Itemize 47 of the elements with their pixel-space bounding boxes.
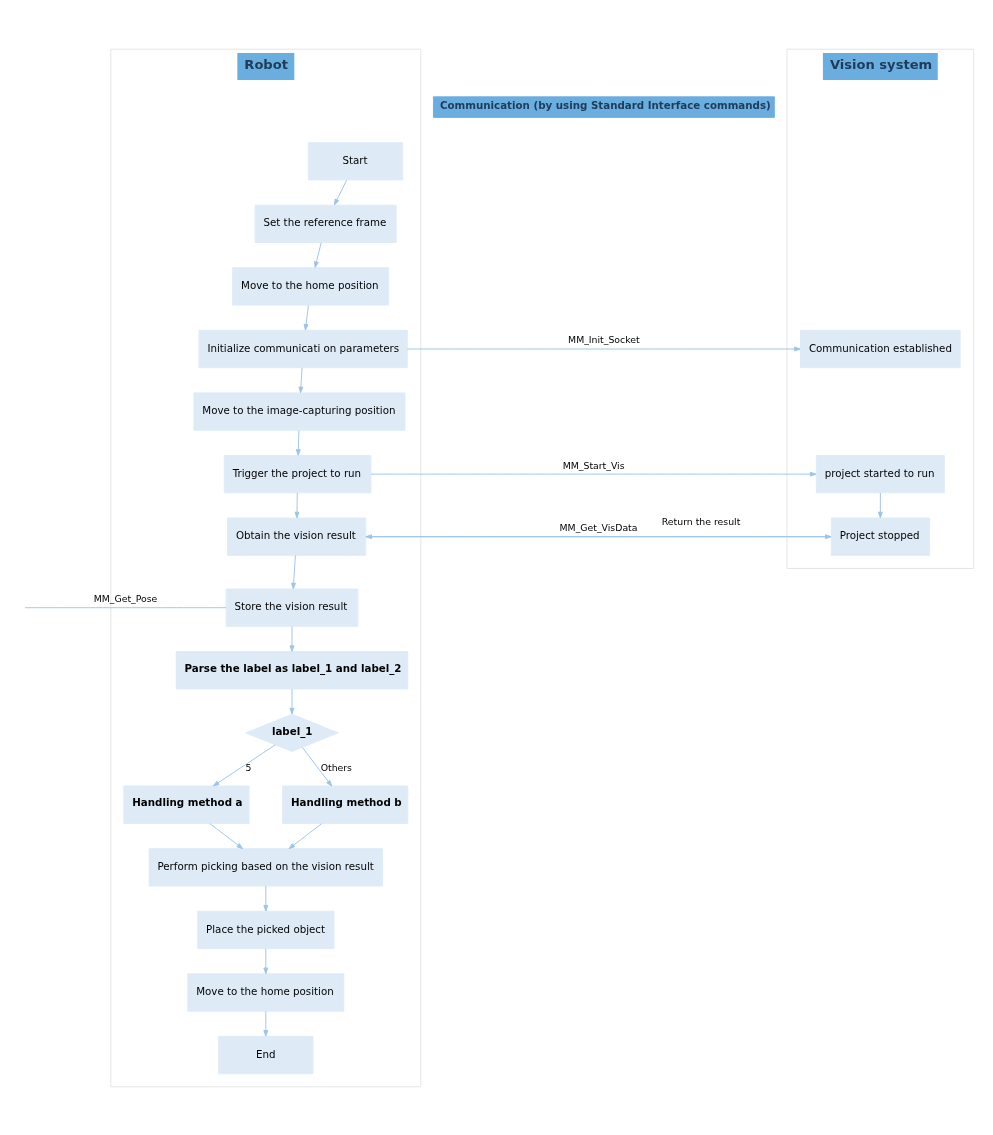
edge-label: 5 xyxy=(245,761,252,773)
arrow xyxy=(877,492,883,518)
node-box: Trigger the project to run xyxy=(223,454,372,493)
edge-label: MM_Get_VisData xyxy=(559,521,638,533)
arrow xyxy=(298,366,304,393)
arrow xyxy=(263,1010,269,1037)
arrow xyxy=(289,625,295,652)
arrow xyxy=(209,822,244,849)
arrow xyxy=(294,492,300,518)
node-box: project started to run xyxy=(815,454,945,493)
arrow xyxy=(263,947,269,974)
arrow xyxy=(303,304,309,331)
connector xyxy=(24,606,227,608)
node-box: Communication (by using Standard Interface commands) xyxy=(433,95,775,118)
arrow xyxy=(406,346,801,351)
node-box: End xyxy=(218,1035,314,1074)
node-box: Project stopped xyxy=(830,517,930,556)
node-box: Perform picking based on the vision result xyxy=(148,847,384,886)
edge-label: MM_Init_Socket xyxy=(568,333,640,345)
arrow xyxy=(288,822,323,849)
arrow xyxy=(291,554,296,589)
node-box: Place the picked object xyxy=(197,910,335,949)
node-box: Move to the home position xyxy=(232,266,390,306)
arrow xyxy=(365,533,832,539)
edge-label: Return the result xyxy=(661,515,741,527)
node-box: Store the vision result xyxy=(225,588,359,627)
node-box: Start xyxy=(307,141,404,180)
node-box: Initialize communicati on parameters xyxy=(198,329,408,368)
node-box: Communication established xyxy=(800,329,961,368)
node-box: Handling method b xyxy=(282,785,409,824)
arrow xyxy=(333,179,348,205)
edge-label: Others xyxy=(320,761,353,773)
node-box: Parse the label as label_1 and label_2 xyxy=(175,650,409,689)
arrow xyxy=(263,885,269,911)
arrow xyxy=(289,688,295,714)
arrow xyxy=(212,743,276,786)
node-box: Move to the image-capturing position xyxy=(193,391,406,431)
arrow xyxy=(302,746,333,786)
node-diamond: label_1 xyxy=(245,713,339,752)
arrow xyxy=(314,241,322,268)
arrow xyxy=(295,429,301,456)
node-box: Handling method a xyxy=(123,785,250,824)
node-box: Obtain the vision result xyxy=(227,517,367,556)
edge-label: MM_Start_Vis xyxy=(562,459,625,471)
arrow xyxy=(370,471,817,477)
node-box: Move to the home position xyxy=(187,972,345,1012)
node-box: Set the reference frame xyxy=(254,204,397,243)
